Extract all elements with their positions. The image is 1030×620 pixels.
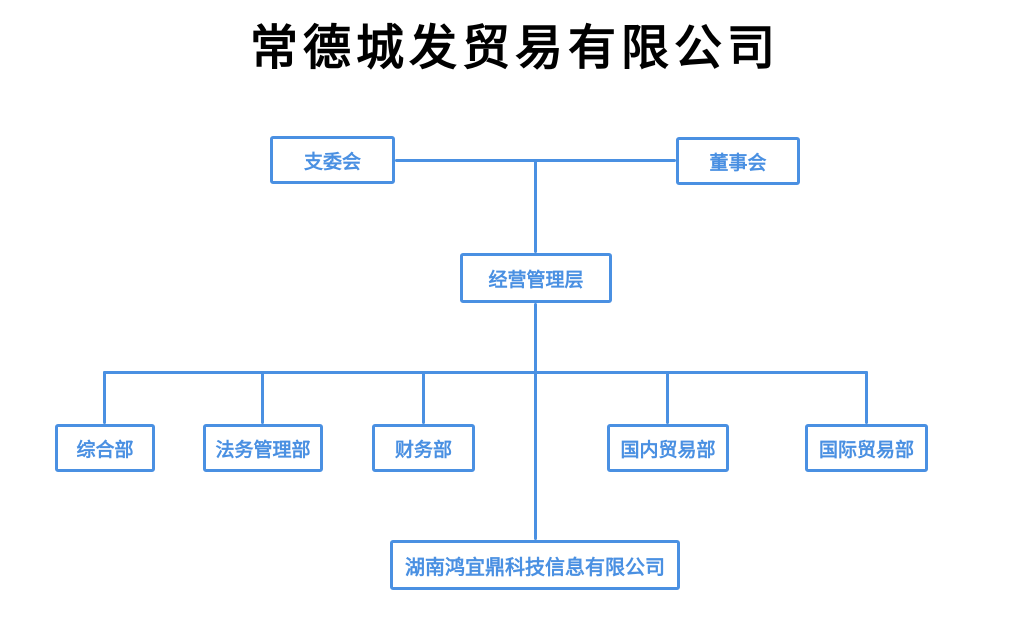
node-international-trade-dept: 国际贸易部 [805, 424, 928, 472]
connector-management-to-subsidiary [534, 303, 537, 540]
connector-drop-international-trade-dept [865, 371, 868, 424]
node-legal-management-dept: 法务管理部 [203, 424, 323, 472]
node-finance-dept: 财务部 [372, 424, 475, 472]
connector-top-to-management [534, 159, 537, 253]
node-management-layer: 经营管理层 [460, 253, 612, 303]
node-branch-committee: 支委会 [270, 136, 395, 184]
connector-drop-domestic-trade-dept [666, 371, 669, 424]
node-general-dept: 综合部 [55, 424, 155, 472]
node-board-of-directors: 董事会 [676, 137, 800, 185]
connector-drop-general-dept [103, 371, 106, 424]
connector-drop-finance-dept [422, 371, 425, 424]
node-subsidiary-company: 湖南鸿宜鼎科技信息有限公司 [390, 540, 680, 590]
connector-drop-legal-dept [261, 371, 264, 424]
connector-departments-horizontal [103, 371, 868, 374]
page-title: 常德城发贸易有限公司 [249, 20, 780, 76]
node-domestic-trade-dept: 国内贸易部 [607, 424, 729, 472]
